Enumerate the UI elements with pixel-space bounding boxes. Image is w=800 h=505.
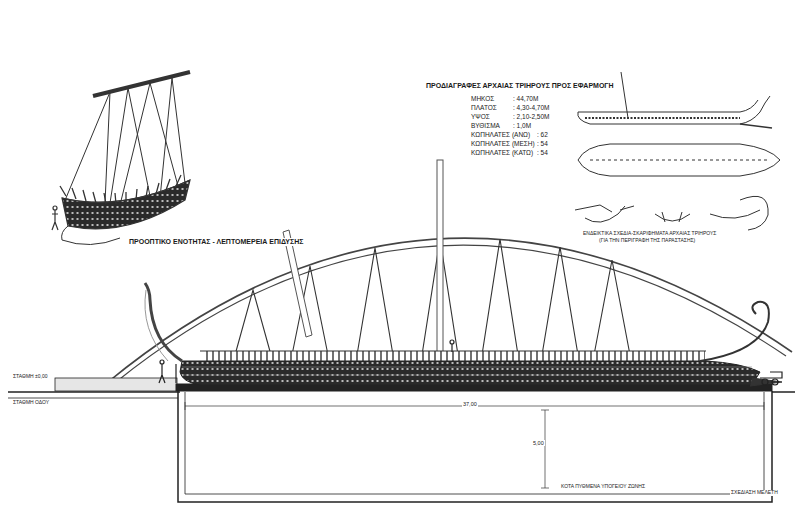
view-caption: ΠΡΟΟΠΤΙΚΟ ΕΝΟΤΗΤΑΣ - ΛΕΠΤΟΜΕΡΕΙΑ ΕΠΙΔΥΣΗ… [128,238,304,246]
spec-name: ΚΩΠΗΛΑΤΕΣ (ΑΝΩ) [470,131,531,138]
yard-pole [283,230,312,337]
sketch-caption: (ΓΙΑ ΤΗΝ ΠΕΡΙΓΡΑΦΗ ΤΗΣ ΠΑΡΑΣΤΑΣΗΣ) [598,238,696,244]
dimension-value: 5,00 [532,440,545,446]
spec-value: : 54 [536,149,549,156]
mast [437,160,443,352]
dimension-value: 37,00 [462,401,478,407]
spec-name: ΚΩΠΗΛΑΤΕΣ (ΚΑΤΩ) [470,149,534,156]
spec-value: : 1,0Μ [512,122,532,129]
spec-value: : 44,70Μ [512,95,539,102]
level-label: ΣΤΑΘΜΗ ±0,00 [12,374,49,380]
spec-value: : 62 [536,131,549,138]
level-label: ΚΟΤΑ ΠΥΘΜΕΝΑ ΥΠΟΓΕΙΟΥ ΖΩΝΗΣ [560,484,646,490]
spec-name: ΜΗΚΟΣ [470,95,495,102]
perspective-sketch [52,72,190,245]
signature: ΣΧΕΔΙΑΣΗ ΜΕΛΕΤΗ [730,490,779,496]
spec-name: ΚΩΠΗΛΑΤΕΣ (ΜΕΣΗ) [470,140,536,147]
spec-value: : 54 [536,140,549,147]
spec-name: ΒΥΘΙΣΜΑ [470,122,501,129]
arch-structure [108,238,792,382]
dimension-lines [185,402,764,488]
human-figures [159,340,782,385]
trireme-ship [145,283,782,386]
spec-heading: ΠΡΟΔΙΑΓΡΑΦΕΣ ΑΡΧΑΙΑΣ ΤΡΙΗΡΟΥΣ ΠΡΟΣ ΕΦΑΡΜ… [425,82,615,90]
spec-value: : 2,10-2,50Μ [512,113,551,120]
level-label: ΣΤΑΘΜΗ ΟΔΟΥ [12,400,50,406]
reference-sketches [575,72,780,230]
ground-and-basement [8,378,795,502]
spec-value: : 4,30-4,70Μ [512,104,551,111]
sketch-caption: ΕΝΔΕΙΚΤΙΚΑ ΣΧΕΔΙΑ-ΣΚΑΡΙΦΗΜΑΤΑ ΑΡΧΑΙΑΣ ΤΡ… [582,231,717,237]
spec-name: ΥΨΟΣ [470,113,491,120]
spec-name: ΠΛΑΤΟΣ [470,104,498,111]
